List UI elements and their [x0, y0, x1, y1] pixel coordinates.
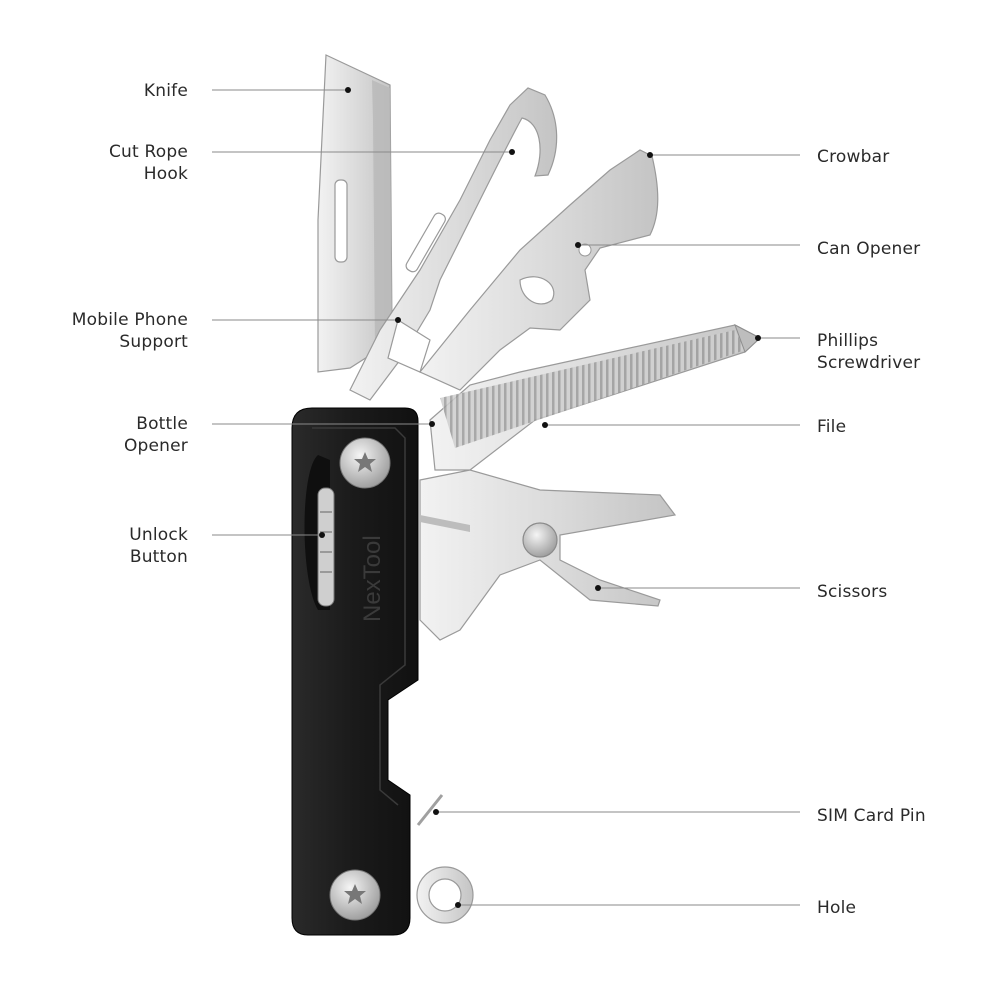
cut-rope-hook-arm — [349, 87, 558, 401]
leader-lines — [212, 87, 800, 908]
label-scissors: Scissors — [817, 582, 888, 602]
label-sim-card-pin: SIM Card Pin — [817, 806, 926, 826]
knife-blade — [317, 54, 393, 373]
label-crowbar: Crowbar — [817, 147, 890, 167]
brand-logo: NexTool — [359, 535, 386, 622]
label-unlock-button: Unlock Button — [129, 525, 188, 567]
crowbar-can-opener — [419, 149, 659, 391]
scissors — [419, 469, 677, 641]
label-file: File — [817, 417, 847, 437]
sim-card-pin — [416, 794, 444, 826]
label-mobile-phone-support: Mobile Phone Support — [71, 310, 188, 352]
handle: NexTool — [291, 407, 419, 936]
label-cut-rope-hook: Cut Rope Hook — [108, 142, 188, 184]
bottom-screw-icon — [329, 869, 381, 921]
keyring-hole — [416, 866, 474, 924]
top-screw-icon — [339, 437, 391, 489]
label-hole: Hole — [817, 898, 857, 918]
label-phillips-screwdriver: Phillips Screwdriver — [817, 331, 921, 373]
label-knife: Knife — [143, 81, 188, 101]
file-screwdriver — [429, 323, 762, 471]
label-bottle-opener: Bottle Opener — [123, 414, 188, 456]
label-can-opener: Can Opener — [817, 239, 921, 259]
